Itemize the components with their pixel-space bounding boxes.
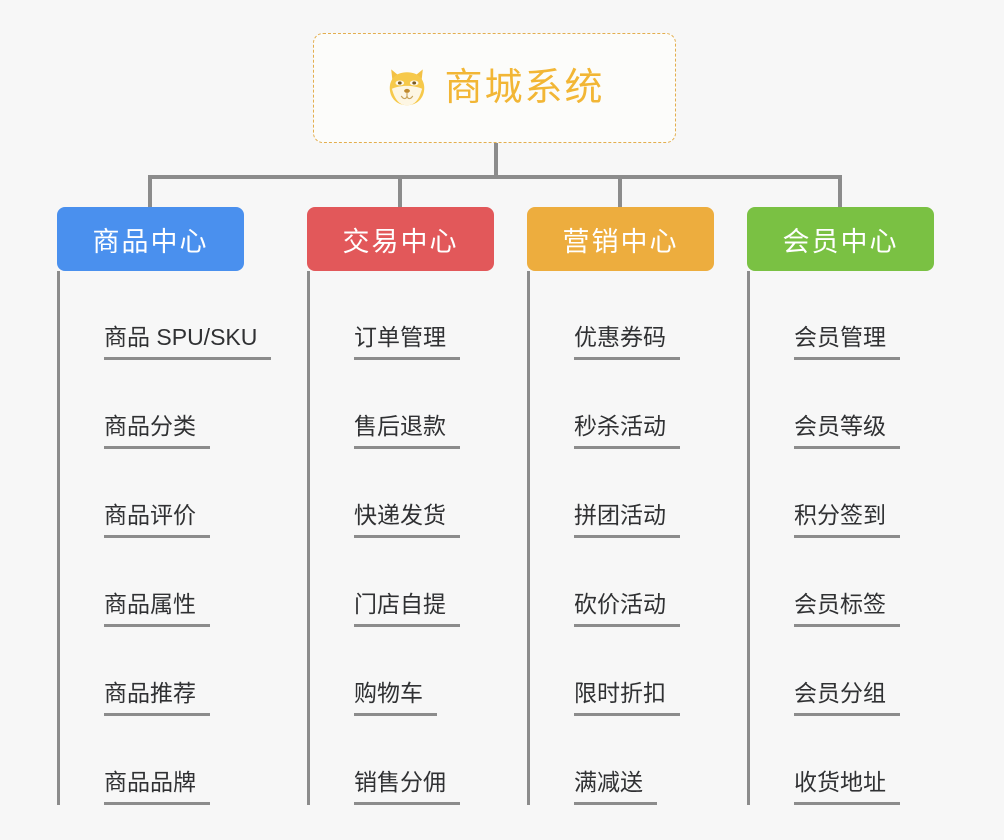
connector-horizontal-bus bbox=[148, 175, 842, 179]
leaf-item-label: 商品分类 bbox=[104, 413, 210, 449]
column-member-center: 会员中心会员管理会员等级积分签到会员标签会员分组收货地址 bbox=[747, 207, 934, 805]
leaf-item[interactable]: 限时折扣 bbox=[546, 627, 714, 716]
leaf-item-label: 商品评价 bbox=[104, 502, 210, 538]
connector-drop-trade-center bbox=[398, 175, 402, 207]
leaf-item[interactable]: 积分签到 bbox=[766, 449, 934, 538]
leaf-item-label: 会员分组 bbox=[794, 680, 900, 716]
root-node-title: 商城系统 bbox=[444, 67, 605, 109]
connector-drop-member-center bbox=[838, 175, 842, 207]
leaf-item[interactable]: 售后退款 bbox=[326, 360, 494, 449]
shiba-dog-face-icon bbox=[390, 69, 425, 106]
column-product-center: 商品中心商品 SPU/SKU 商品分类商品评价商品属性商品推荐商品品牌 bbox=[57, 207, 272, 805]
root-node-shop-system[interactable]: 商城系统 bbox=[313, 33, 676, 143]
leaf-item-label: 收货地址 bbox=[794, 769, 900, 805]
leaf-item-label: 满减送 bbox=[574, 769, 657, 805]
category-label: 会员中心 bbox=[782, 226, 899, 257]
leaf-item[interactable]: 满减送 bbox=[546, 716, 714, 805]
leaf-item[interactable]: 拼团活动 bbox=[546, 449, 714, 538]
leaf-item[interactable]: 会员分组 bbox=[766, 627, 934, 716]
leaf-item[interactable]: 会员管理 bbox=[766, 271, 934, 360]
leaf-item[interactable]: 收货地址 bbox=[766, 716, 934, 805]
leaf-item-label: 快递发货 bbox=[354, 502, 460, 538]
leaf-item-label: 商品推荐 bbox=[104, 680, 210, 716]
leaf-item-label: 门店自提 bbox=[354, 591, 460, 627]
leaf-item-label: 会员标签 bbox=[794, 591, 900, 627]
leaf-item-label: 销售分佣 bbox=[354, 769, 460, 805]
leaf-item-label: 砍价活动 bbox=[574, 591, 680, 627]
connector-drop-marketing-center bbox=[618, 175, 622, 207]
leaf-item[interactable]: 商品分类 bbox=[76, 360, 244, 449]
leaf-item[interactable]: 商品推荐 bbox=[76, 627, 244, 716]
leaf-item[interactable]: 商品 SPU/SKU bbox=[76, 271, 272, 360]
leaf-item[interactable]: 秒杀活动 bbox=[546, 360, 714, 449]
leaf-item[interactable]: 商品品牌 bbox=[76, 716, 244, 805]
leaf-item-label: 商品 SPU/SKU bbox=[104, 324, 272, 360]
leaf-item-label: 秒杀活动 bbox=[574, 413, 680, 449]
category-label: 交易中心 bbox=[342, 226, 459, 257]
leaf-item[interactable]: 销售分佣 bbox=[326, 716, 494, 805]
leaf-list-marketing-center: 优惠券码秒杀活动拼团活动砍价活动限时折扣满减送 bbox=[527, 271, 714, 805]
leaf-item-label: 拼团活动 bbox=[574, 502, 680, 538]
category-box-marketing-center[interactable]: 营销中心 bbox=[527, 207, 714, 271]
leaf-item[interactable]: 商品属性 bbox=[76, 538, 244, 627]
category-label: 营销中心 bbox=[562, 226, 679, 257]
leaf-item-label: 限时折扣 bbox=[574, 680, 680, 716]
leaf-item-label: 商品品牌 bbox=[104, 769, 210, 805]
leaf-item-label: 售后退款 bbox=[354, 413, 460, 449]
leaf-list-product-center: 商品 SPU/SKU 商品分类商品评价商品属性商品推荐商品品牌 bbox=[57, 271, 272, 805]
leaf-item[interactable]: 会员等级 bbox=[766, 360, 934, 449]
leaf-item[interactable]: 购物车 bbox=[326, 627, 494, 716]
category-box-trade-center[interactable]: 交易中心 bbox=[307, 207, 494, 271]
leaf-item-label: 订单管理 bbox=[354, 324, 460, 360]
category-box-member-center[interactable]: 会员中心 bbox=[747, 207, 934, 271]
column-marketing-center: 营销中心优惠券码秒杀活动拼团活动砍价活动限时折扣满减送 bbox=[527, 207, 714, 805]
column-trade-center: 交易中心订单管理售后退款快递发货门店自提购物车销售分佣 bbox=[307, 207, 494, 805]
leaf-item-label: 购物车 bbox=[354, 680, 437, 716]
leaf-item-label: 积分签到 bbox=[794, 502, 900, 538]
leaf-item[interactable]: 砍价活动 bbox=[546, 538, 714, 627]
leaf-item-label: 会员等级 bbox=[794, 413, 900, 449]
leaf-item[interactable]: 订单管理 bbox=[326, 271, 494, 360]
leaf-list-trade-center: 订单管理售后退款快递发货门店自提购物车销售分佣 bbox=[307, 271, 494, 805]
leaf-item[interactable]: 优惠券码 bbox=[546, 271, 714, 360]
leaf-item-label: 会员管理 bbox=[794, 324, 900, 360]
leaf-item-label: 商品属性 bbox=[104, 591, 210, 627]
connector-drop-product-center bbox=[148, 175, 152, 207]
leaf-item[interactable]: 快递发货 bbox=[326, 449, 494, 538]
connector-root-stem bbox=[494, 143, 498, 177]
leaf-item[interactable]: 会员标签 bbox=[766, 538, 934, 627]
category-box-product-center[interactable]: 商品中心 bbox=[57, 207, 244, 271]
leaf-list-member-center: 会员管理会员等级积分签到会员标签会员分组收货地址 bbox=[747, 271, 934, 805]
leaf-item[interactable]: 商品评价 bbox=[76, 449, 244, 538]
leaf-item-label: 优惠券码 bbox=[574, 324, 680, 360]
leaf-item[interactable]: 门店自提 bbox=[326, 538, 494, 627]
category-label: 商品中心 bbox=[92, 226, 209, 257]
